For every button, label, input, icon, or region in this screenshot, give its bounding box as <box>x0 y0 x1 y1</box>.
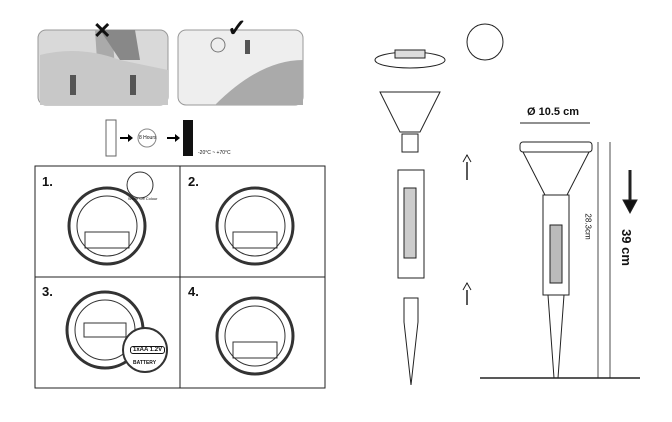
charge-sequence <box>105 119 193 157</box>
battery-label: BATTERY <box>133 360 157 366</box>
step-2-label: 2. <box>188 174 199 189</box>
step-3-label: 3. <box>42 284 53 299</box>
temperature-range: -20°C ~ +70°C <box>198 150 231 156</box>
panel-sun-correct <box>177 29 304 106</box>
charge-hours: 8 Hours <box>139 135 157 141</box>
steps-grid <box>34 165 326 389</box>
assembled-lamp <box>480 122 640 379</box>
switch-labels: White Off Colour <box>128 196 158 201</box>
total-height-dimension: 39 cm <box>618 229 634 266</box>
wrong-mark: ✕ <box>93 18 112 43</box>
step-4-label: 4. <box>188 284 199 299</box>
diameter-dimension: Ø 10.5 cm <box>527 106 579 118</box>
exploded-view <box>374 23 504 386</box>
battery-type: 1xAA 1.2V <box>130 346 166 354</box>
panel-shade-wrong <box>37 29 169 106</box>
lamp-heads <box>65 171 295 376</box>
correct-mark: ✓ <box>227 15 248 42</box>
body-height-dimension: 28.3cm <box>583 213 593 240</box>
step-1-label: 1. <box>42 174 53 189</box>
